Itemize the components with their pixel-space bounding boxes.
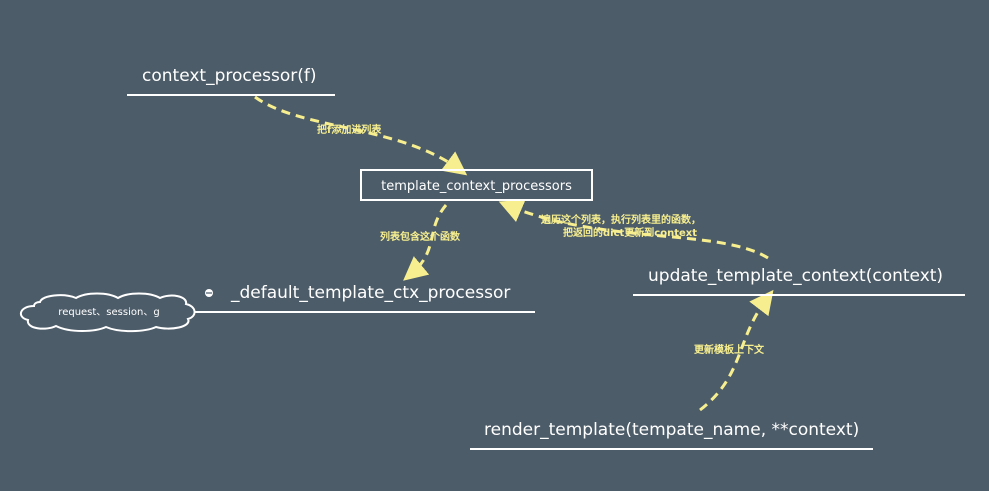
node-template-context-processors-label: template_context_processors [381,179,572,194]
underline-render-template [470,448,873,450]
node-context-processor: context_processor(f) [142,66,317,86]
node-template-context-processors: template_context_processors [360,169,593,201]
cloud-note: request、session、g [58,307,160,318]
arrow-list-contains [403,204,448,281]
edge-label-update-template: 更新模板上下文 [694,345,764,356]
cloud-shape [19,292,196,333]
arrow-add-to-list [254,95,468,176]
arrow-iterate-processors [498,199,769,260]
node-default-processor: _default_template_ctx_processor [231,283,511,303]
node-render-template: render_template(tempate_name, **context) [484,420,860,440]
underline-context-processor [127,94,335,96]
edge-label-iterate-line1: 遍历这个列表，执行列表里的函数， [541,215,701,226]
node-update-template-context: update_template_context(context) [648,266,944,286]
underline-update-template-context [633,294,965,296]
edge-label-list-contains: 列表包含这个函数 [380,232,460,243]
arrow-update-template [699,289,774,412]
edge-label-iterate-line2: 把返回的dict更新到context [563,228,698,239]
edge-label-add-to-list: 把f添加进列表 [317,125,382,136]
underline-default-processor [195,311,535,313]
